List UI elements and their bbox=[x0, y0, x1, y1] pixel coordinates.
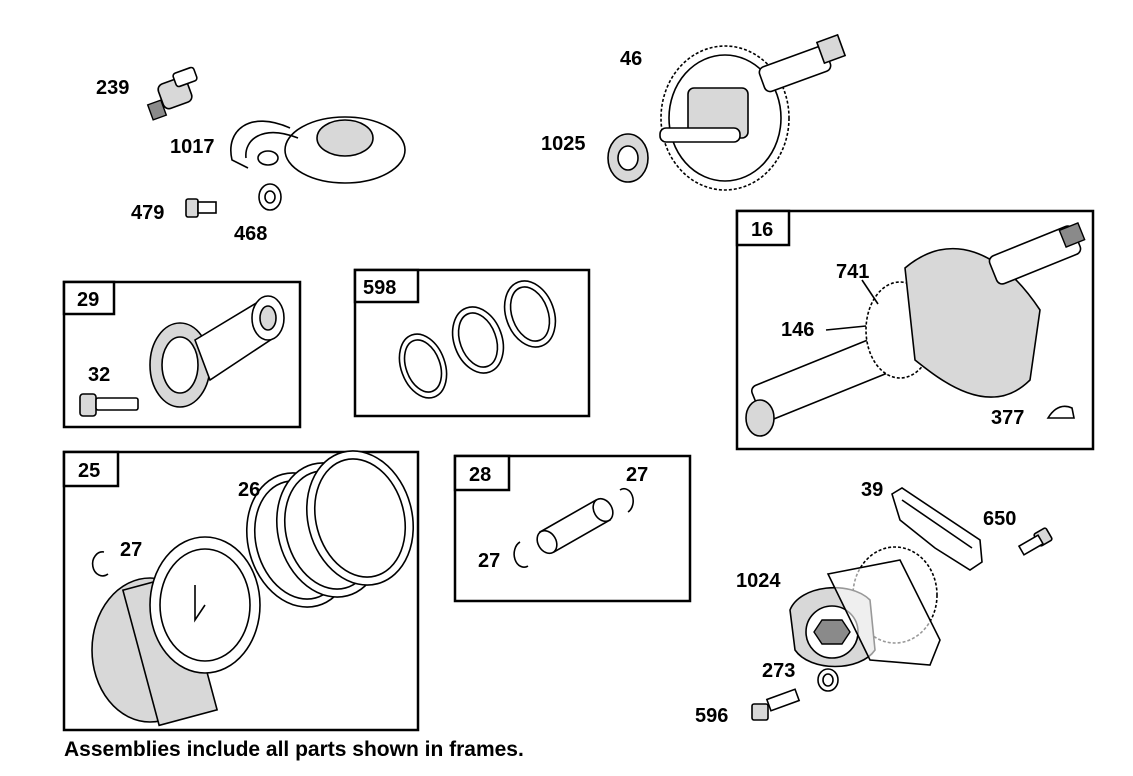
frame-598 bbox=[353, 268, 591, 418]
part-596-bolt bbox=[751, 688, 801, 721]
label-741: 741 bbox=[836, 261, 869, 283]
part-labels: 239 1017 479 468 46 1025 32 741 146 377 … bbox=[88, 48, 1024, 727]
part-32-rod-bolt bbox=[79, 393, 139, 417]
part-650-screw bbox=[1017, 527, 1053, 556]
label-39: 39 bbox=[861, 479, 883, 501]
label-596: 596 bbox=[695, 705, 728, 727]
part-598-ring-set bbox=[398, 280, 557, 399]
label-650: 650 bbox=[983, 508, 1016, 530]
part-39-gasket bbox=[891, 487, 983, 571]
label-239: 239 bbox=[96, 77, 129, 99]
leader-lines bbox=[825, 279, 879, 331]
label-46: 46 bbox=[620, 48, 642, 70]
label-26: 26 bbox=[238, 479, 260, 501]
label-479: 479 bbox=[131, 202, 164, 224]
label-1024: 1024 bbox=[736, 570, 781, 592]
part-27-circlip-pin-left bbox=[513, 541, 529, 568]
part-26-piston-rings bbox=[245, 450, 415, 608]
part-468-washer bbox=[258, 183, 282, 211]
frame-16 bbox=[735, 209, 1095, 451]
frame-label-29: 29 bbox=[77, 289, 99, 311]
frame-28 bbox=[453, 454, 692, 603]
part-1017-oil-pickup bbox=[230, 116, 406, 184]
part-1024-oil-pump bbox=[789, 546, 941, 668]
frame-29 bbox=[62, 280, 302, 429]
label-468: 468 bbox=[234, 223, 267, 245]
part-273-washer bbox=[817, 668, 839, 692]
label-27-pin-left: 27 bbox=[478, 550, 500, 572]
part-25-piston bbox=[91, 536, 261, 727]
label-27-pin-right: 27 bbox=[626, 464, 648, 486]
part-46-camshaft bbox=[659, 33, 847, 191]
footnote: Assemblies include all parts shown in fr… bbox=[64, 738, 524, 761]
label-1017: 1017 bbox=[170, 136, 215, 158]
part-239-sensor bbox=[146, 66, 198, 121]
label-32: 32 bbox=[88, 364, 110, 386]
frame-label-598: 598 bbox=[363, 277, 396, 299]
part-29-connecting-rod bbox=[149, 295, 285, 408]
label-273: 273 bbox=[762, 660, 795, 682]
frame-label-16: 16 bbox=[751, 219, 773, 241]
part-377-key bbox=[1046, 405, 1075, 419]
part-27-circlip-pin-right bbox=[619, 487, 634, 513]
label-27-piston: 27 bbox=[120, 539, 142, 561]
part-479-screw bbox=[185, 198, 217, 218]
part-16-crankshaft bbox=[745, 221, 1086, 437]
frame-label-28: 28 bbox=[469, 464, 491, 486]
frame-label-25: 25 bbox=[78, 460, 100, 482]
part-28-piston-pin bbox=[536, 497, 614, 555]
label-377: 377 bbox=[991, 407, 1024, 429]
frame-tags: 16 29 598 25 28 bbox=[77, 219, 773, 486]
label-146: 146 bbox=[781, 319, 814, 341]
part-27-circlip-piston bbox=[91, 551, 109, 577]
frame-25 bbox=[62, 450, 420, 732]
label-1025: 1025 bbox=[541, 133, 586, 155]
part-1025-seal bbox=[607, 133, 649, 183]
